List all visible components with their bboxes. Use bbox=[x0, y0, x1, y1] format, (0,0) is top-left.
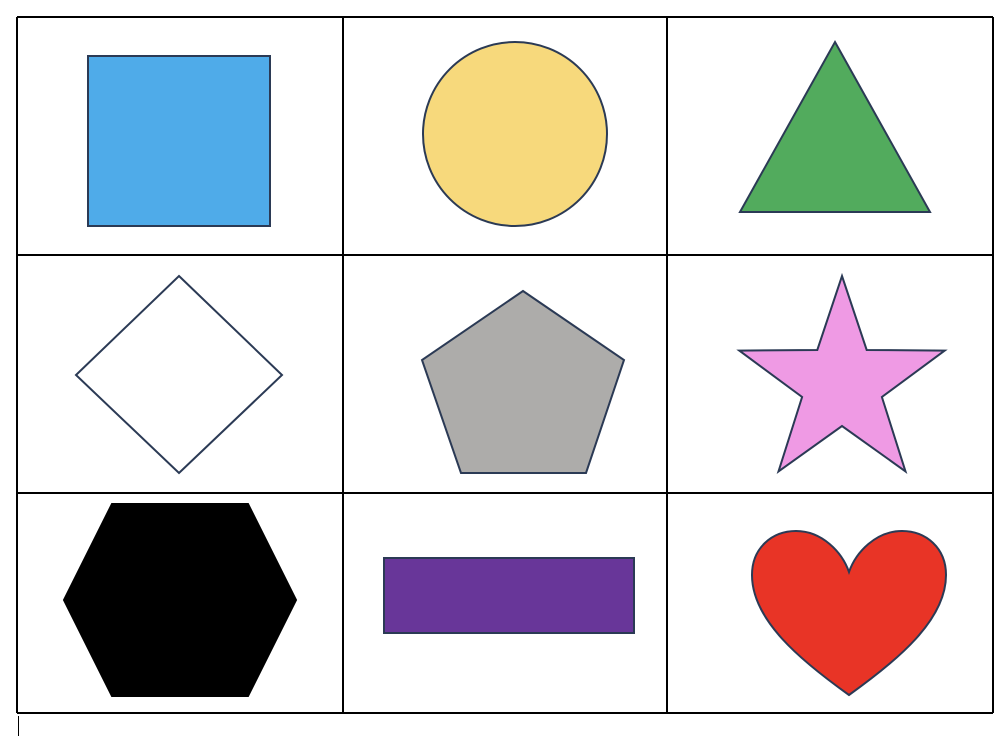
circle-shape bbox=[422, 41, 608, 227]
rectangle-shape bbox=[383, 557, 635, 634]
heart-shape bbox=[750, 529, 948, 697]
diamond-shape bbox=[74, 274, 284, 475]
square-shape bbox=[87, 55, 271, 227]
triangle-shape bbox=[738, 39, 932, 213]
pentagon-shape bbox=[420, 289, 626, 474]
shapes-layer bbox=[62, 39, 948, 697]
star-shape bbox=[736, 272, 948, 474]
text-cursor bbox=[18, 716, 19, 736]
hexagon-shape bbox=[62, 503, 298, 697]
table-grid bbox=[16, 16, 994, 714]
